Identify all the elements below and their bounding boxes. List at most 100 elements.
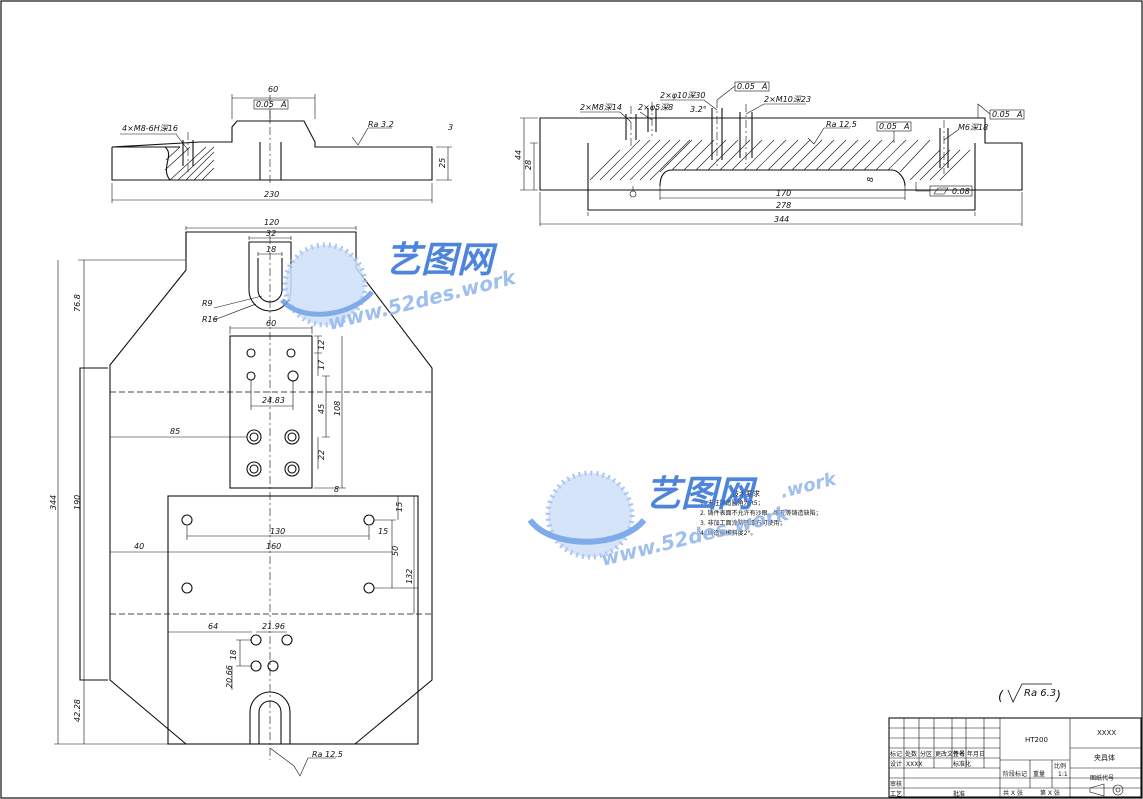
front-dim-3: 3 [448, 123, 453, 132]
general-roughness-value: Ra 6.3 [1024, 688, 1056, 699]
plan-dim-24-83: 24.83 [262, 396, 285, 405]
watermark-cn-middle: 艺图网 [645, 474, 758, 515]
tb-designer: XXXX [906, 761, 922, 768]
tb-label-approve: 批准 [953, 790, 965, 798]
watermark-cn-top: 艺图网 [385, 240, 498, 281]
projection-symbol-icon [1089, 783, 1124, 797]
plan-dim-18: 18 [229, 650, 238, 660]
side-flatness: 0.08 [952, 187, 970, 196]
title-material: HT200 [1025, 736, 1048, 744]
plan-dim-76-8: 76.8 [73, 294, 82, 312]
side-tolerance-2: 0.05 [879, 122, 897, 131]
watermark-url-partial: .work [778, 469, 839, 503]
front-dim-230: 230 [264, 190, 279, 199]
title-block: HT200 XXXX 夹具体 图纸代号 1:1 标记 处数 分区 更改文件号 签… [888, 717, 1142, 798]
front-roughness: Ra 3.2 [368, 120, 394, 129]
side-note-m10: 2×M10深23 [764, 95, 811, 104]
plan-roughness: Ra 12.5 [312, 750, 343, 759]
tb-label-mark: 标记 [890, 750, 902, 758]
title-scale: 1:1 [1058, 771, 1068, 778]
tech-req-title: 技术要求 [732, 489, 760, 498]
side-datum-2: A [903, 122, 909, 131]
tb-label-zone: 分区 [920, 750, 932, 758]
plan-view: 120 32 18 R9 R16 76.8 344 190 42.28 60 1… [49, 218, 433, 777]
side-tolerance-1: 0.05 [737, 82, 755, 91]
side-view: 44 28 170 278 344 8 2×M8深14 2×φ5深8 2×φ10… [514, 81, 1025, 226]
technical-requirements: 技术要求 1. 未注铸造圆角为R5； 2. 铸件表面不允许有沙眼、缩孔等铸造缺陷… [700, 489, 822, 537]
watermark-globe-icon [527, 470, 647, 560]
plan-dim-60: 60 [266, 319, 276, 328]
plan-dim-42-28: 42.28 [73, 699, 82, 722]
side-dim-278: 278 [776, 201, 791, 210]
front-dim-60: 60 [268, 85, 278, 94]
plan-dim-64: 64 [208, 622, 218, 631]
tb-label-count: 处数 [905, 750, 917, 758]
title-part-name: XXXX [1097, 729, 1116, 737]
svg-text:(: ( [998, 689, 1004, 704]
plan-dim-21-96: 21.96 [262, 622, 285, 631]
side-note-m8: 2×M8深14 [580, 103, 622, 112]
side-dim-170: 170 [776, 189, 791, 198]
plan-dim-132: 132 [405, 569, 414, 584]
plan-r16: R16 [202, 315, 218, 324]
plan-dim-130: 130 [270, 527, 285, 536]
tb-sheet-no: 第 X 张 [1040, 789, 1060, 797]
plan-dim-85: 85 [170, 427, 180, 436]
front-tolerance: 0.05 [256, 100, 274, 109]
plan-dim-40: 40 [134, 542, 144, 551]
plan-dim-12: 12 [317, 340, 326, 350]
side-dim-344: 344 [774, 215, 789, 224]
plan-dim-15b: 15 [378, 527, 388, 536]
plan-dim-15a: 15 [395, 502, 404, 512]
tb-label-scale: 比例 [1054, 762, 1066, 770]
plan-dim-18: 18 [266, 245, 276, 254]
tb-label-sign: 签名 [953, 750, 965, 758]
tech-req-item-4: 4. 铸造拔模斜度2°。 [700, 529, 756, 537]
plan-dim-160: 160 [266, 542, 281, 551]
tb-label-process: 工艺 [890, 790, 902, 798]
plan-dim-344: 344 [49, 495, 58, 510]
side-dim-28: 28 [524, 160, 533, 170]
plan-dim-120: 120 [264, 218, 279, 227]
side-note-phi5: 2×φ5深8 [638, 103, 673, 112]
side-roughness: Ra 12.5 [826, 120, 857, 129]
side-dim-8: 8 [866, 177, 875, 182]
tb-label-weight: 重量 [1033, 770, 1045, 778]
plan-dim-8: 8 [334, 485, 339, 494]
side-tolerance-3: 0.05 [992, 110, 1010, 119]
plan-dim-17: 17 [317, 359, 326, 370]
side-datum-1: A [761, 82, 767, 91]
svg-text:): ) [1055, 689, 1061, 704]
side-angle: 3.2° [690, 105, 707, 114]
watermark-globe-icon [280, 242, 374, 328]
side-note-m6: M6深18 [958, 123, 988, 132]
watermark-middle: 艺图网 .work www.52des.work [527, 469, 839, 571]
plan-dim-45: 45 [317, 404, 326, 414]
tb-sheets-total: 共 X 张 [1003, 789, 1023, 797]
tb-label-date: 年月日 [967, 750, 985, 758]
tb-label-stage: 阶段标记 [1003, 770, 1027, 778]
tb-label-review: 审核 [890, 780, 902, 788]
plan-dim-22: 22 [317, 450, 326, 460]
front-datum: A [280, 100, 286, 109]
watermark-top: 艺图网 www.52des.work [280, 240, 519, 335]
plan-dim-190: 190 [73, 495, 82, 510]
plan-r9: R9 [202, 299, 213, 308]
front-holes-note: 4×M8-6H深16 [122, 124, 178, 133]
side-note-phi10: 2×φ10深30 [660, 91, 705, 100]
side-dim-44: 44 [514, 150, 523, 160]
title-drawing-title: 夹具体 [1094, 753, 1115, 762]
plan-dim-32: 32 [266, 229, 276, 238]
side-datum-3: A [1016, 110, 1022, 119]
tech-req-item-3: 3. 非加工面涂防锈漆方可使用； [700, 519, 786, 527]
plan-dim-108: 108 [333, 401, 342, 416]
tb-label-design: 设计 [890, 760, 902, 768]
front-view: 60 0.05 A 230 25 3 4×M8-6H深16 Ra 3.2 [111, 85, 453, 203]
tb-label-standard: 标准化 [953, 760, 971, 768]
tech-req-item-2: 2. 铸件表面不允许有沙眼、缩孔等铸造缺陷； [700, 509, 822, 517]
front-dim-25: 25 [438, 158, 447, 168]
general-roughness: ( Ra 6.3 ) [998, 683, 1061, 704]
plan-dim-50: 50 [391, 546, 400, 556]
